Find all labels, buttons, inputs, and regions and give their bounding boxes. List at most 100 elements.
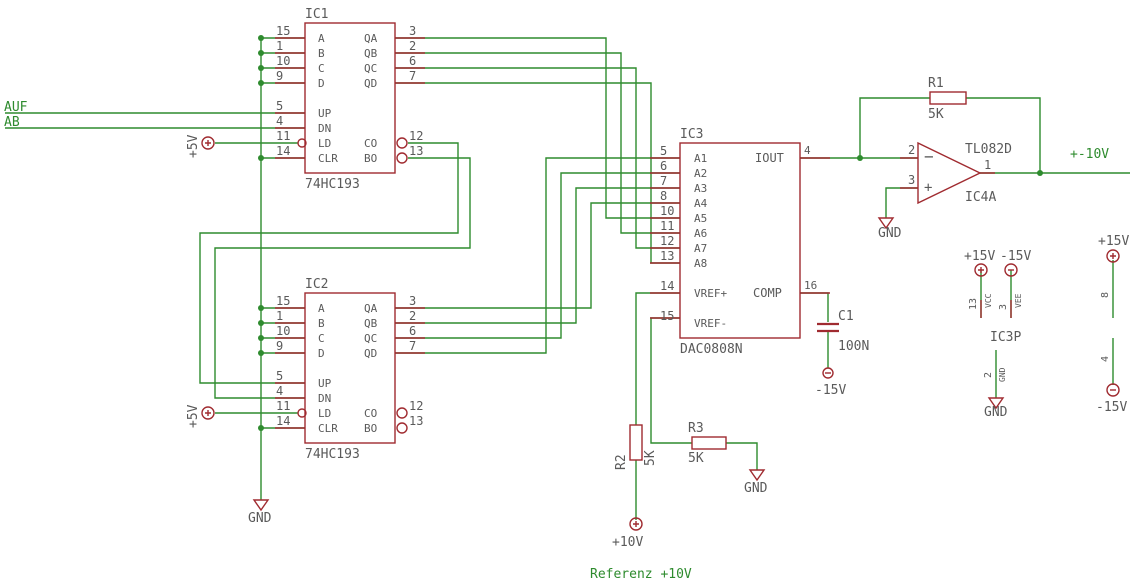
svg-text:−: − (924, 147, 934, 166)
ic2-pin-num-3: 3 (409, 294, 416, 308)
ic2-pin-num-5: 5 (276, 369, 283, 383)
ic3p-power: +15V -15V 13 VCC 3 VEE IC3P 2 GND GND (964, 249, 1031, 420)
ic1-pin-num-15: 15 (276, 24, 290, 38)
ic3-pin-label-vref: VREF+ (694, 287, 727, 300)
ic1-pin-label-b: B (318, 47, 325, 60)
ic2-pin-num-7: 7 (409, 339, 416, 353)
ic1-pin-num-5: 5 (276, 99, 283, 113)
ic3-pin-label-a7: A7 (694, 242, 707, 255)
c1-supply-label: -15V (815, 383, 846, 398)
ic4p-top-num: 8 (1100, 292, 1111, 298)
ic3p-gnd-num: 2 (983, 372, 994, 378)
ic2-pin-label-qd: QD (364, 347, 377, 360)
borrow-wire (214, 157, 471, 399)
ic3-comp-num: 16 (804, 279, 817, 292)
ic2-pin-label-co: CO (364, 407, 377, 420)
ic1-pin-label-qa: QA (364, 32, 378, 45)
ic2-pin-label-bo: BO (364, 422, 377, 435)
output-label: +-10V (1070, 147, 1109, 162)
ic1-pin-num-14: 14 (276, 144, 290, 158)
ic1-pin-label-qb: QB (364, 47, 378, 60)
ic4p-power: +15V 8 4 -15V (1096, 234, 1129, 415)
gnd-main-icon (252, 499, 270, 512)
ic2-pin-num-2: 2 (409, 309, 416, 323)
ic3-pin-num-11: 11 (660, 219, 674, 233)
ic2-pin-label-dn: DN (318, 392, 331, 405)
ic3p-gnd: GND (984, 405, 1008, 420)
ic3-pin-label-a5: A5 (694, 212, 707, 225)
ic2-pin-num-4: 4 (276, 384, 283, 398)
ic3-name: IC3 (680, 127, 703, 142)
ic1-pin-num-7: 7 (409, 69, 416, 83)
ic3-iout-label: IOUT (755, 151, 784, 165)
ic2-pin-num-6: 6 (409, 324, 416, 338)
plus5v-ic2-label: +5V (186, 404, 201, 428)
ic3-pin-num-10: 10 (660, 204, 674, 218)
ic1-pin-num-13: 13 (409, 144, 423, 158)
ic2-pin-num-1: 1 (276, 309, 283, 323)
ic3-pin-label-a8: A8 (694, 257, 707, 270)
resistor-r3: R3 5K (688, 421, 727, 466)
ref-supply-label: +10V (612, 535, 643, 550)
ic1-counter: IC1 74HC193 (275, 7, 425, 192)
ic2-pin-num-14: 14 (276, 414, 290, 428)
r2-name: R2 (614, 454, 629, 470)
wires (5, 37, 1130, 520)
ic2-pin-num-12: 12 (409, 399, 423, 413)
ic3-iout-num: 4 (804, 144, 811, 157)
resistor-r1: R1 5K (928, 76, 967, 122)
ic1-pin-label-a: A (318, 32, 325, 45)
gnd-r3-icon (748, 469, 766, 482)
plus5v-ic2-supply-icon (201, 406, 215, 420)
ic2-pin-num-11: 11 (276, 399, 290, 413)
ic2-pin-label-qc: QC (364, 332, 377, 345)
ic1-pin-label-clr: CLR (318, 152, 338, 165)
c1-value: 100N (838, 339, 869, 354)
ic1-pin-label-co: CO (364, 137, 377, 150)
resistor-r2: R2 5K (614, 424, 658, 470)
ic3-pin-label-vref: VREF- (694, 317, 727, 330)
ic3-comp-label: COMP (753, 286, 782, 300)
ic3p-vcc-supply-icon (974, 263, 988, 277)
opamp-inplus-num: 3 (908, 173, 915, 187)
ic4p-minus15v-icon (1106, 383, 1120, 397)
ic2-pin-label-ld: LD (318, 407, 331, 420)
r2-value: 5K (643, 450, 658, 466)
ic2-pin-label-c: C (318, 332, 325, 345)
reference-caption: Referenz +10V (590, 567, 692, 582)
ic3p-gnd-icon (987, 397, 1005, 410)
ic1-pin-num-12: 12 (409, 129, 423, 143)
ic3-dac: IC3 DAC0808N IOUT 4 COMP 16 (650, 127, 830, 357)
gnd-opamp-label: GND (878, 226, 902, 241)
ic3-pin-num-13: 13 (660, 249, 674, 263)
opamp-name: IC4A (965, 190, 996, 205)
ic1-pin-label-c: C (318, 62, 325, 75)
r3-name: R3 (688, 421, 704, 436)
ic3p-vcc-label: VCC (984, 293, 993, 308)
opamp-type: TL082D (965, 142, 1012, 157)
gnd-main-label: GND (248, 511, 272, 526)
ic3-pin-label-a4: A4 (694, 197, 708, 210)
ic3p-vee-num: 3 (998, 304, 1009, 310)
ic3-pin-num-12: 12 (660, 234, 674, 248)
ic3p-vcc-supply: +15V (964, 249, 995, 264)
c1-name: C1 (838, 309, 854, 324)
plus10v-supply-icon (629, 517, 643, 531)
ic2-pin-num-15: 15 (276, 294, 290, 308)
ic1-pin-num-6: 6 (409, 54, 416, 68)
ic1-pin-label-d: D (318, 77, 325, 90)
ic2-pin-num-9: 9 (276, 339, 283, 353)
ic4p-plus15v-icon (1106, 249, 1120, 263)
ic3-pin-label-a2: A2 (694, 167, 707, 180)
ic2-pin-label-b: B (318, 317, 325, 330)
ic2-counter: IC2 74HC193 (275, 277, 425, 462)
ic3-pin-label-a1: A1 (694, 152, 707, 165)
pin-labels: 15A1B10C9D5UP4DN11LD14CLR3QA2QB6QC7QD12C… (276, 24, 727, 435)
ic3p-vee-supply-icon (1004, 263, 1018, 277)
ic1-type: 74HC193 (305, 177, 360, 192)
ic1-pin-label-qc: QC (364, 62, 377, 75)
ic1-pin-num-10: 10 (276, 54, 290, 68)
r3-value: 5K (688, 451, 704, 466)
ic1-pin-label-bo: BO (364, 152, 377, 165)
r1-name: R1 (928, 76, 944, 91)
